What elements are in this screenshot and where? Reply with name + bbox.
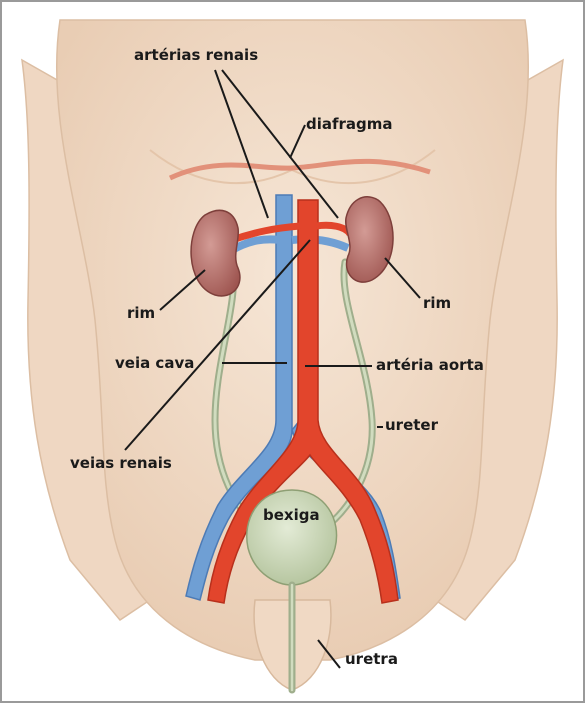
label-veia-cava: veia cava	[115, 356, 194, 371]
label-rim-left: rim	[127, 306, 155, 321]
label-arterias-renais: artérias renais	[134, 48, 258, 63]
label-rim-right: rim	[423, 296, 451, 311]
bladder	[247, 490, 337, 585]
label-bexiga: bexiga	[263, 508, 320, 523]
label-ureter: ureter	[385, 418, 438, 433]
label-diafragma: diafragma	[306, 117, 393, 132]
label-uretra: uretra	[345, 652, 398, 667]
label-arteria-aorta: artéria aorta	[376, 358, 484, 373]
label-veias-renais: veias renais	[70, 456, 172, 471]
